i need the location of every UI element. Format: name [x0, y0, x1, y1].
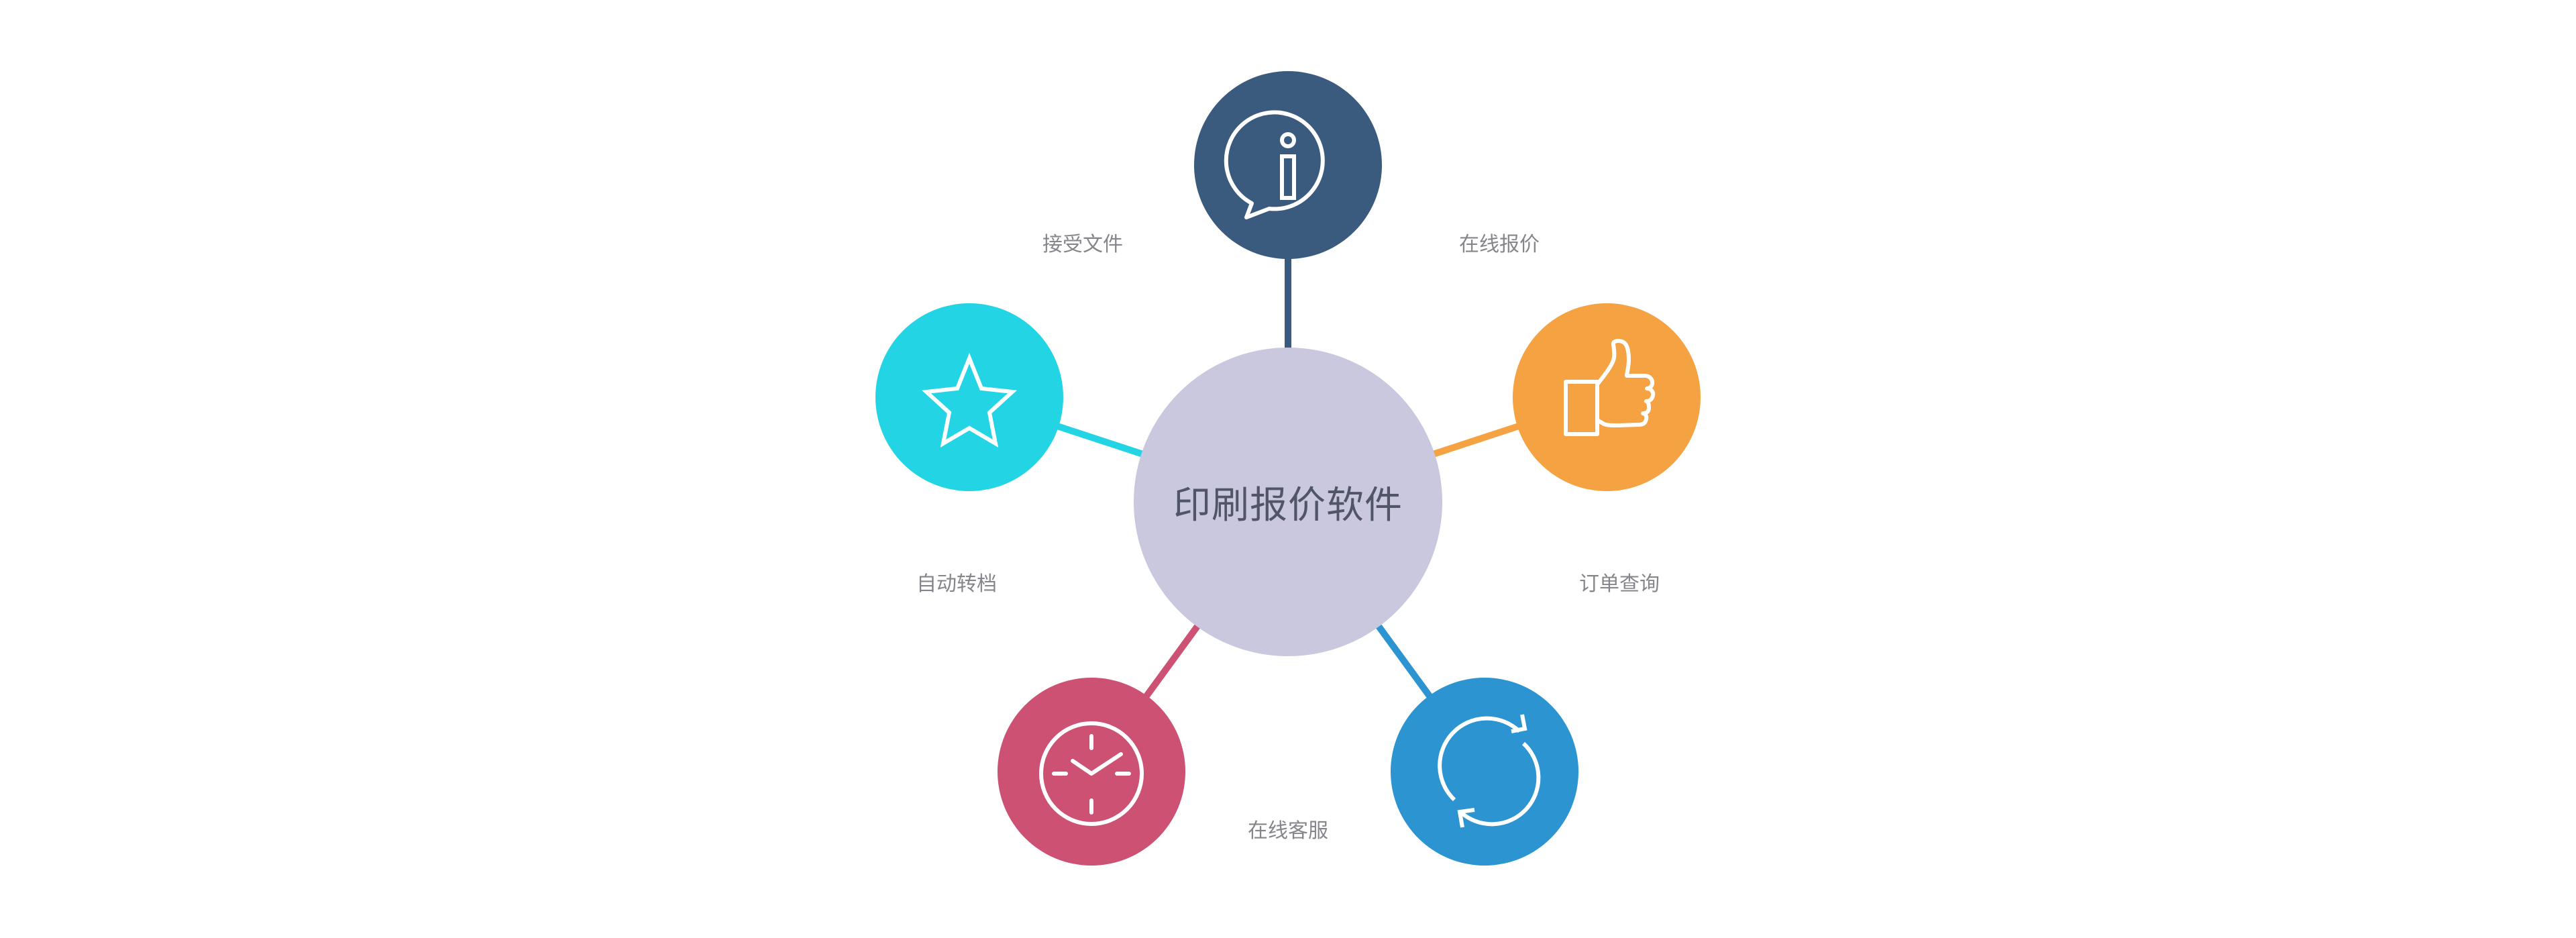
node-accept-files[interactable]: [875, 303, 1063, 491]
center-hub-title: 印刷报价软件: [1173, 483, 1403, 527]
node-order-query[interactable]: [1513, 303, 1701, 491]
node-online-service[interactable]: [1391, 678, 1578, 866]
star-icon: [922, 352, 1017, 448]
clock-icon: [1039, 721, 1144, 826]
label-online-service: 在线客服: [1248, 819, 1328, 843]
node-online-quote[interactable]: [1194, 71, 1382, 259]
info-chat-bubble-icon: [1224, 110, 1325, 219]
node-auto-convert[interactable]: [998, 678, 1185, 866]
label-order-query: 订单查询: [1579, 572, 1660, 596]
thumbs-up-icon: [1564, 339, 1656, 436]
label-auto-convert: 自动转档: [916, 572, 997, 596]
label-online-quote: 在线报价: [1459, 233, 1540, 256]
refresh-cycle-icon: [1438, 714, 1541, 828]
center-hub: 印刷报价软件: [1134, 348, 1442, 656]
label-accept-files: 接受文件: [1042, 233, 1123, 256]
